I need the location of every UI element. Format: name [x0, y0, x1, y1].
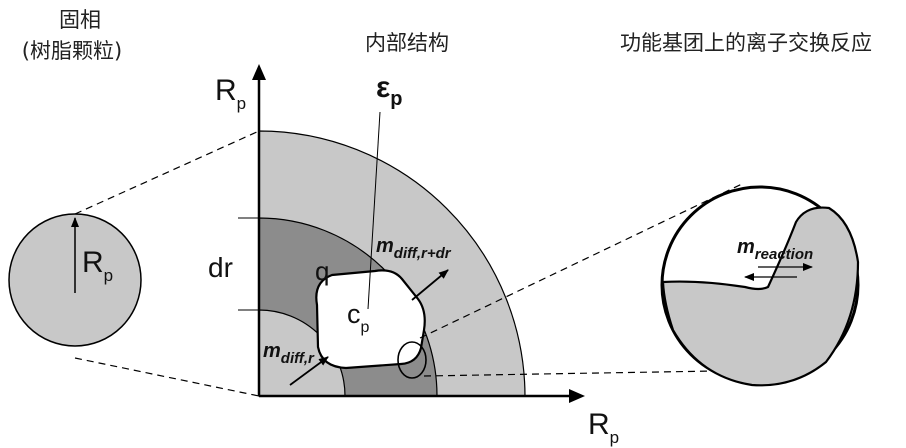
reaction-label: mreaction	[737, 236, 813, 263]
x-axis-label: Rp	[588, 408, 619, 447]
pore	[315, 269, 426, 370]
projection-line-lower	[74, 357, 260, 397]
zoom-ellipse	[397, 341, 427, 379]
x-axis-arrowhead	[569, 389, 585, 403]
solid-conc-label: q	[315, 256, 329, 286]
heading-solid-phase: 固相	[59, 8, 101, 32]
projection-line-upper	[74, 130, 260, 215]
y-axis-arrowhead	[252, 64, 266, 80]
y-axis-label: Rp	[215, 74, 246, 113]
flux-in-arrow	[289, 356, 329, 386]
zoom-solid-region	[661, 206, 860, 387]
shell-dr-label: dr	[208, 252, 233, 283]
flux-in-label: mdiff,r	[263, 340, 315, 367]
pore-conc-label: cp	[347, 299, 370, 336]
heading-ion-exchange: 功能基团上的离子交换反应	[620, 31, 872, 55]
particle-radius-label: Rp	[82, 246, 113, 285]
flux-out-arrow	[411, 269, 449, 301]
porosity-label: εp	[376, 71, 402, 110]
flux-out-label: mdiff,r+dr	[376, 235, 452, 262]
heading-internal-structure: 内部结构	[365, 31, 449, 55]
porosity-leader	[367, 111, 381, 310]
heading-solid-phase-paren: (树脂颗粒)	[22, 39, 122, 63]
